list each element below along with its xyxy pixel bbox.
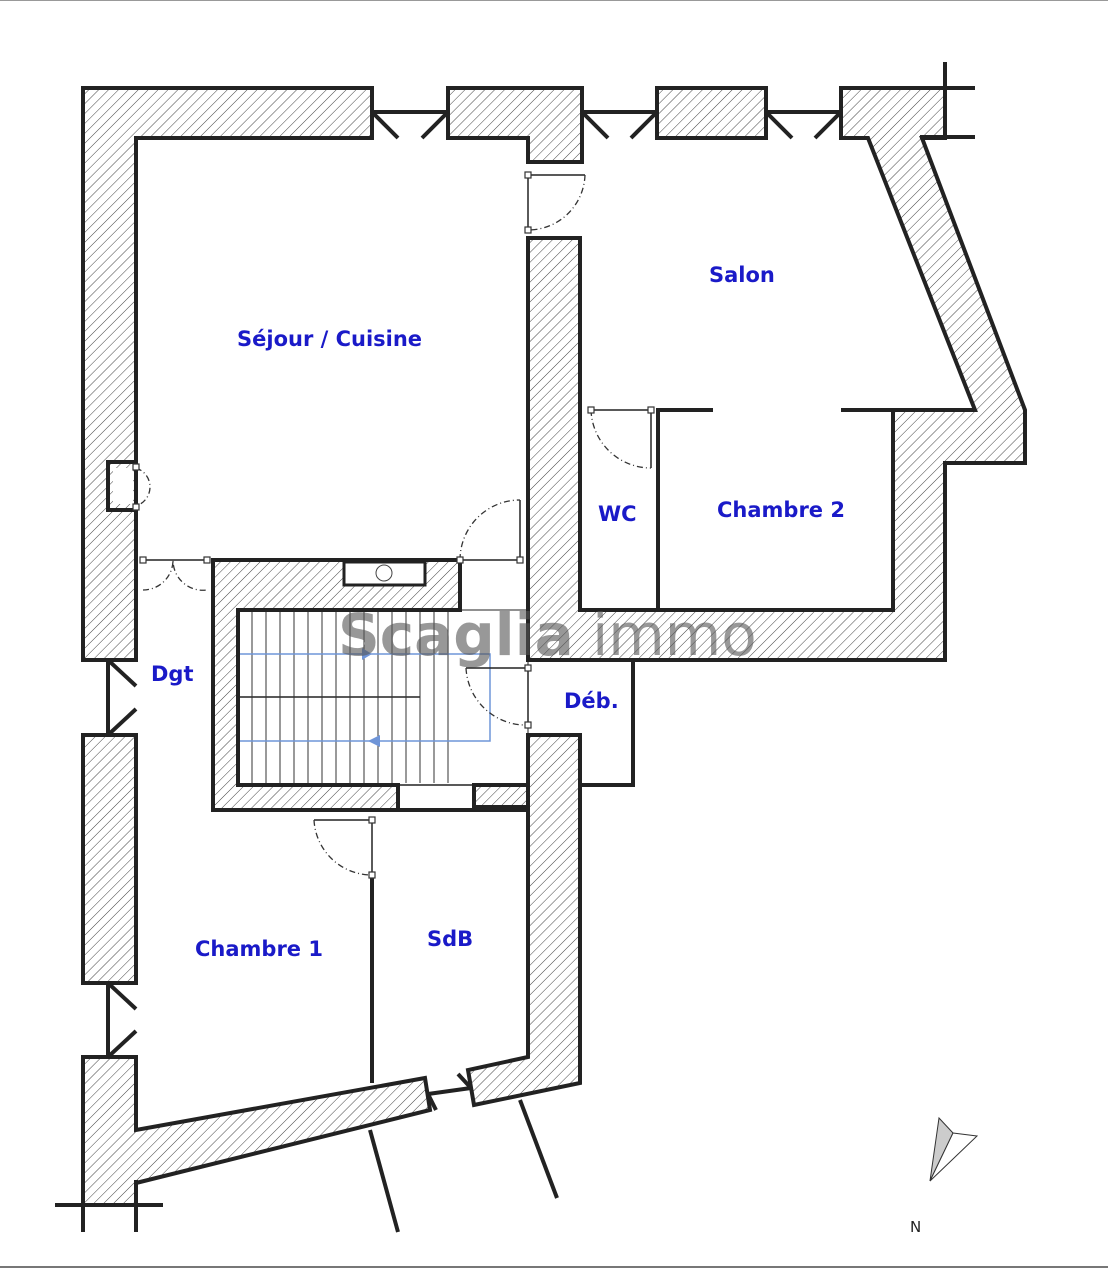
room-label-chambre1: Chambre 1: [195, 937, 323, 961]
room-label-deb: Déb.: [564, 689, 619, 713]
bottom-border: [0, 1266, 1108, 1268]
north-arrow-icon: [929, 1116, 979, 1182]
top-border: [0, 0, 1108, 1]
wall-north-2: [446, 86, 584, 164]
wall-west-upper: [81, 86, 374, 662]
room-label-chambre2: Chambre 2: [717, 498, 845, 522]
room-label-dgt: Dgt: [151, 662, 194, 686]
stair-arrow-down-icon: [368, 735, 380, 747]
wall-west-lower: [81, 733, 138, 985]
chimney-flue: [375, 564, 393, 582]
partition-deb: [580, 658, 635, 787]
wall-east-central: [526, 86, 1027, 662]
stair-arrow-up-icon: [362, 648, 372, 660]
windows: [106, 110, 843, 1111]
room-label-salon: Salon: [709, 263, 775, 287]
watermark: Scaglia immo: [338, 601, 757, 669]
wall-sdb-east: [465, 733, 582, 1108]
wall-north-3: [655, 86, 768, 140]
room-label-sdb: SdB: [427, 927, 473, 951]
wall-stair-right: [472, 783, 530, 809]
north-label: N: [910, 1218, 921, 1236]
construction-lines: [55, 62, 975, 1233]
partition-wc: [656, 408, 713, 610]
room-label-wc: WC: [598, 502, 637, 526]
doors: [132, 171, 655, 879]
staircase: [237, 609, 529, 786]
room-label-sejour: Séjour / Cuisine: [237, 327, 422, 351]
